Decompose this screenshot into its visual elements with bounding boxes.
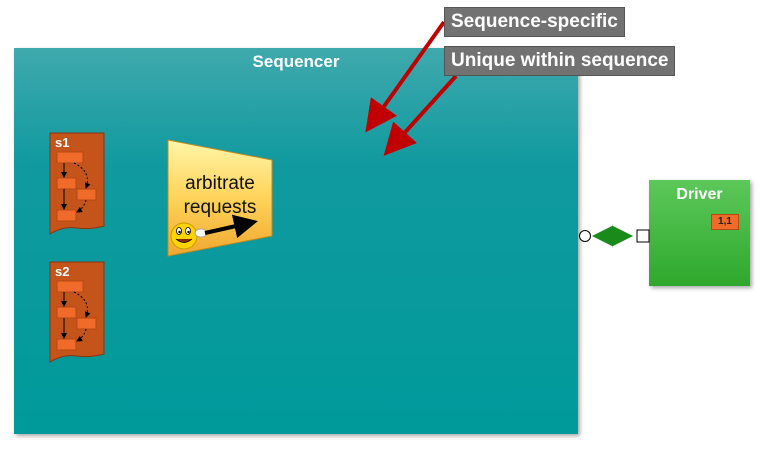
sequence-item (76, 317, 97, 330)
sequence-s1 (49, 132, 105, 235)
sequencer-title: Sequencer (252, 52, 340, 71)
port-circle-icon (579, 230, 591, 242)
sequence-s2-label: s2 (55, 264, 70, 279)
sequence-item (76, 188, 97, 201)
arbiter-label: arbitrate requests (168, 172, 272, 220)
sequence-item (56, 177, 77, 190)
driver-block: Driver (649, 180, 750, 286)
sequence-item (56, 280, 84, 293)
driver-title: Driver (676, 186, 723, 203)
arbiter-label-line2: requests (183, 197, 257, 218)
callout-unique-within-sequence: Unique within sequence (444, 46, 676, 76)
sequencer-block: Sequencer (14, 48, 578, 434)
smiley-icon (170, 222, 198, 250)
sequence-item (56, 209, 77, 222)
sequence-item (56, 338, 77, 351)
pointer-arrow-icon (204, 214, 258, 239)
sequence-s2 (49, 261, 105, 363)
callout-sequence-specific: Sequence-specific (444, 7, 625, 37)
sequence-s1-label: s1 (55, 135, 70, 150)
transaction-badge: 1,1 (711, 214, 739, 230)
sequence-item (56, 306, 77, 319)
arbiter-label-line1: arbitrate (185, 173, 255, 194)
sequence-item (56, 151, 84, 164)
callout-arrow-unique (383, 74, 458, 156)
callout-arrow-sequence-specific (365, 20, 446, 133)
export-square-icon (636, 229, 650, 243)
